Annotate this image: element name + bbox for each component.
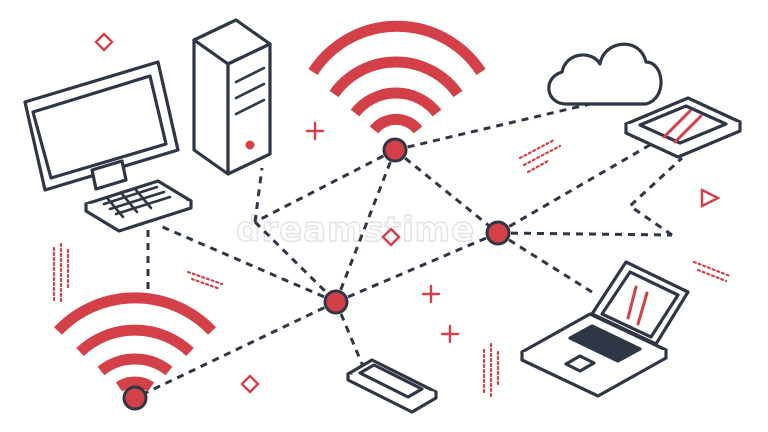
watermark: dreamstime bbox=[236, 210, 475, 250]
router-icon bbox=[624, 96, 742, 159]
diamond-decoration bbox=[94, 32, 114, 52]
dot-pattern-decorations bbox=[52, 138, 732, 400]
network-node-icon bbox=[323, 289, 349, 315]
wifi-signal-icon bbox=[308, 20, 486, 134]
smartphone-icon bbox=[346, 358, 438, 414]
plus-decoration bbox=[305, 121, 325, 141]
server-tower-icon bbox=[192, 18, 272, 176]
network-nodes bbox=[122, 137, 511, 411]
cloud-icon bbox=[547, 42, 663, 106]
keyboard-icon bbox=[84, 179, 193, 233]
wifi-signal-icon bbox=[54, 292, 216, 392]
network-node-icon bbox=[122, 385, 148, 411]
network-node-icon bbox=[485, 220, 511, 246]
plus-decoration bbox=[421, 284, 441, 304]
decorations bbox=[94, 32, 721, 394]
network-node-icon bbox=[382, 137, 408, 163]
diamond-decoration bbox=[240, 374, 260, 394]
connection-lines bbox=[134, 102, 684, 400]
plus-decoration bbox=[440, 324, 460, 344]
diamond-decoration bbox=[381, 227, 401, 247]
triangle-decoration bbox=[700, 188, 721, 208]
desktop-monitor-icon bbox=[23, 60, 180, 192]
laptop-icon bbox=[520, 260, 690, 398]
